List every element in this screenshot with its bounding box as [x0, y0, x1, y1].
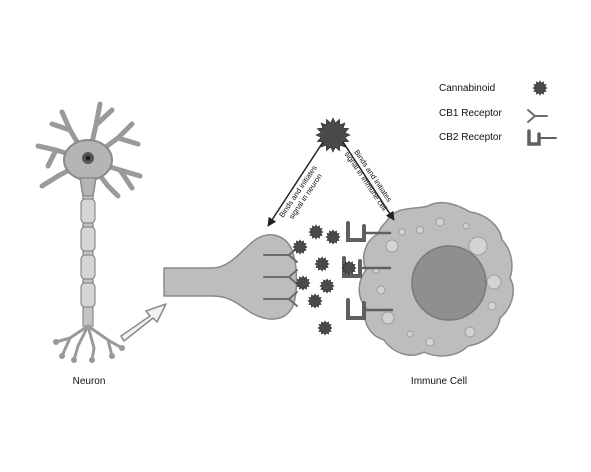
legend-cb1-label: CB1 Receptor: [439, 108, 502, 119]
legend-cb2-icon: [527, 129, 557, 146]
cannabinoid-molecule: [315, 117, 351, 153]
axon-hillock: [79, 177, 97, 197]
legend-cannabinoid-icon: [532, 80, 548, 96]
cannabinoid-molecule: [319, 278, 335, 294]
legend-cannabinoid-label: Cannabinoid: [439, 83, 495, 94]
myelin-sheath: [80, 254, 96, 280]
cannabinoid-molecule: [292, 239, 308, 255]
cannabinoid-molecule: [295, 275, 311, 291]
legend-cb2-label: CB2 Receptor: [439, 132, 502, 143]
neuron-label: Neuron: [73, 376, 106, 387]
legend-cb1-icon: [527, 109, 548, 123]
immune-cell-label: Immune Cell: [411, 376, 467, 387]
cb1-receptors: [263, 247, 298, 307]
cb1-receptor: [263, 291, 298, 307]
cannabinoid-molecule: [307, 293, 323, 309]
neuron-arrow-label: Binds and initiates signal in neuron: [277, 162, 327, 224]
immune-arrow-label: Binds and initiates signal in immune cel…: [343, 145, 397, 213]
cannabinoid-molecules: [292, 117, 357, 336]
cannabinoid-molecule: [532, 80, 548, 96]
legend: Cannabinoid CB1 Receptor CB2 Receptor: [439, 80, 557, 146]
neuron: [35, 101, 143, 363]
cb2-receptor: [346, 221, 392, 242]
cb2-receptor: [346, 298, 394, 320]
neuron-nucleolus: [85, 155, 91, 161]
myelin-sheath: [80, 226, 96, 252]
arrow-to-neuron: [267, 141, 324, 227]
cannabinoid-molecule: [314, 256, 330, 272]
immune-cell-nucleus: [411, 245, 487, 321]
myelin-sheath: [80, 282, 96, 308]
cb1-receptor: [263, 269, 298, 285]
cannabinoid-molecule: [341, 260, 357, 276]
myelin-sheath: [80, 198, 96, 224]
arrow-to-immune-cell: [342, 141, 395, 221]
terminal-bouton: [53, 339, 125, 363]
cb2-receptors: [342, 221, 394, 320]
cannabinoid-molecule: [317, 320, 333, 336]
cannabinoid-molecule: [308, 224, 324, 240]
cannabinoid-molecule: [325, 229, 341, 245]
axon: [80, 195, 96, 327]
zoom-arrow: [120, 303, 167, 342]
